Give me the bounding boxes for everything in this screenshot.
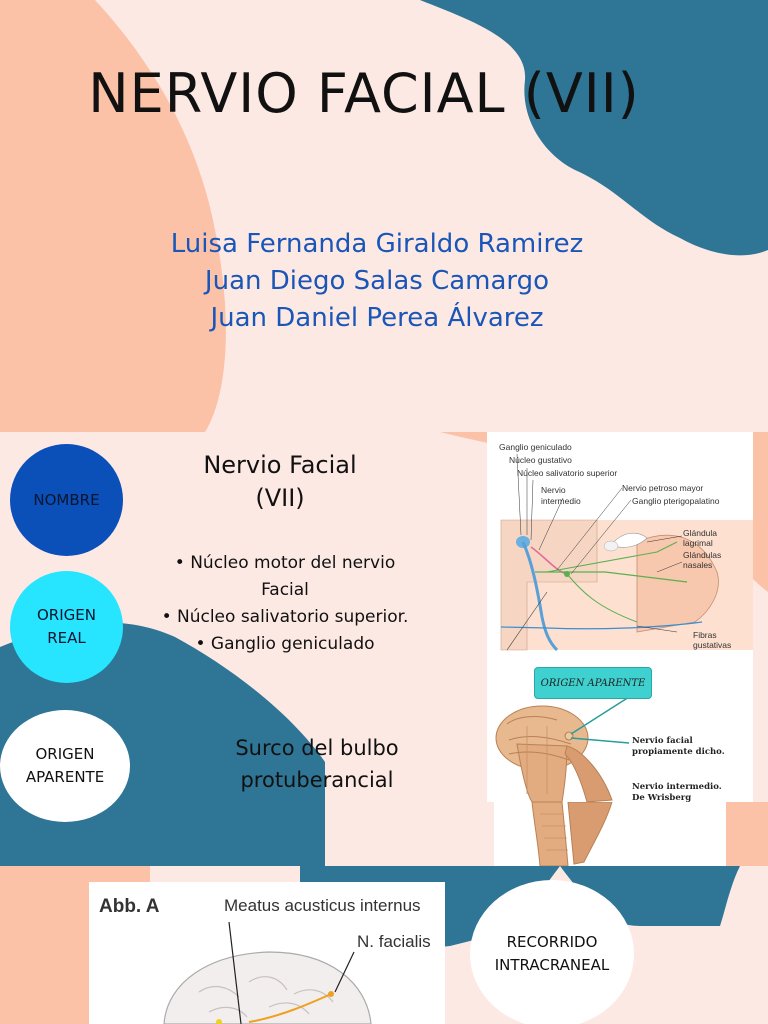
title-slide: NERVIO FACIAL (VII) Luisa Fernanda Giral… xyxy=(0,0,768,432)
origen-real-list: • Núcleo motor del nervio Facial • Núcle… xyxy=(150,550,420,658)
circle-label: NOMBRE xyxy=(33,490,100,509)
label-fibras: Fibras xyxy=(693,630,717,640)
recorrido-circle: RECORRIDO INTRACRANEAL xyxy=(470,880,634,1024)
label-facialis: N. facialis xyxy=(357,932,431,951)
facial-nerve-diagram: Ganglio geniculado Núcleo gustativo Núcl… xyxy=(487,432,753,654)
brainstem-image-bottom xyxy=(494,801,726,866)
diagram-illustration xyxy=(500,453,753,652)
label-nucleo-salivatorio: Núcleo salivatorio superior xyxy=(517,468,618,478)
salmon-shape xyxy=(726,802,768,866)
slide1-background-shapes xyxy=(0,0,768,432)
brainstem-illustration-lower xyxy=(531,801,613,866)
presentation-title: NERVIO FACIAL (VII) xyxy=(88,62,640,125)
origen-aparente-text: Surco del bulbo protuberancial xyxy=(207,732,427,796)
nerve-name-line: (VII) xyxy=(255,484,305,512)
circle-label: APARENTE xyxy=(25,768,105,786)
label-intermedio: intermedio xyxy=(541,496,581,506)
salmon-shape xyxy=(0,0,226,432)
label-nasales: nasales xyxy=(683,560,713,570)
recorrido-slide: Abb. A Meatus acusticus internus N. faci… xyxy=(0,866,768,1024)
author-name: Luisa Fernanda Giraldo Ramirez xyxy=(170,229,584,259)
author-list: Luisa Fernanda Giraldo Ramirez Juan Dieg… xyxy=(0,226,754,337)
label-gustativas: gustativas xyxy=(693,640,732,650)
text-line: Surco del bulbo xyxy=(235,736,399,760)
origen-aparente-badge: ORIGEN APARENTE xyxy=(534,667,652,699)
list-item: • Núcleo salivatorio superior. xyxy=(161,607,409,627)
circle-label: ORIGEN xyxy=(35,745,95,763)
anatomy-slide: NOMBRE ORIGEN REAL ORIGEN APARENTE Nervi… xyxy=(0,432,768,866)
label-nervio-intermedio: Nervio intermedio. xyxy=(632,782,722,792)
label-nervio: Nervio xyxy=(541,485,566,495)
label-glandulas: Glándulas xyxy=(683,550,722,560)
label-ganglio-pterigo: Ganglio pterigopalatino xyxy=(632,496,720,506)
nombre-circle: NOMBRE xyxy=(10,444,123,556)
circle-label: RECORRIDO xyxy=(506,933,598,951)
text-line: protuberancial xyxy=(240,768,394,792)
label-wrisberg: De Wrisberg xyxy=(632,793,692,803)
label-meatus: Meatus acusticus internus xyxy=(224,896,421,915)
label-lagrimal: lagrimal xyxy=(683,538,713,548)
label-nervio-facial: Nervio facial xyxy=(632,736,693,746)
circle-label: REAL xyxy=(47,629,86,647)
brainstem-image: ORIGEN APARENTE Nervio facial propiament… xyxy=(487,654,753,803)
origen-aparente-circle: ORIGEN APARENTE xyxy=(0,710,130,822)
label-glandula: Glándula xyxy=(683,528,718,538)
list-item: • Ganglio geniculado xyxy=(195,634,375,654)
nerve-name: Nervio Facial (VII) xyxy=(160,449,400,515)
author-name: Juan Daniel Perea Álvarez xyxy=(210,303,544,333)
label-propiamente: propiamente dicho. xyxy=(632,747,725,757)
figure-label: Abb. A xyxy=(99,896,160,917)
label-nervio-petroso: Nervio petroso mayor xyxy=(622,483,704,493)
circle-label: ORIGEN xyxy=(37,606,96,624)
origen-real-circle: ORIGEN REAL xyxy=(10,571,123,683)
circle-label: INTRACRANEAL xyxy=(494,956,610,974)
nerve-name-line: Nervio Facial xyxy=(203,451,357,479)
label-nucleo-gustativo: Núcleo gustativo xyxy=(509,455,572,465)
brainstem-illustration xyxy=(495,696,630,803)
label-ganglio-geniculado: Ganglio geniculado xyxy=(499,442,572,452)
brain-illustration xyxy=(163,921,372,1024)
list-item: • Núcleo motor del nervio Facial xyxy=(174,553,396,600)
teal-shape xyxy=(420,0,768,256)
author-name: Juan Diego Salas Camargo xyxy=(204,266,550,296)
intracranial-figure: Abb. A Meatus acusticus internus N. faci… xyxy=(89,882,445,1024)
